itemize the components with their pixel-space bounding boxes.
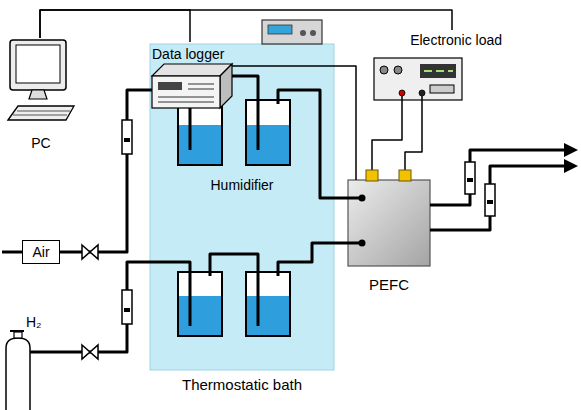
flowmeter-float: [124, 308, 130, 312]
signal-wire: [232, 66, 356, 180]
load-terminal: [399, 90, 405, 96]
bottle: [178, 272, 222, 336]
gas-pipe: [334, 242, 348, 245]
load-display: [420, 64, 456, 78]
humidifier-tube: [278, 243, 334, 276]
exhaust-line: [430, 166, 568, 230]
pefc-terminal: [366, 170, 378, 181]
pc-keyboard: [8, 106, 74, 120]
node-label: Air: [32, 243, 49, 261]
node-label: PEFC: [328, 276, 450, 293]
water: [178, 125, 222, 165]
flowmeter-float: [467, 178, 473, 182]
load-terminal: [419, 90, 425, 96]
logger-display: [158, 82, 182, 90]
flowmeter: [122, 120, 132, 154]
bottle-outline: [246, 272, 290, 336]
exhaust-arrow: [564, 143, 578, 157]
pefc-inlet-stub: [348, 198, 362, 243]
signal-wire: [40, 10, 452, 38]
pefc-port-dot: [359, 195, 366, 202]
pc-stand: [29, 90, 47, 99]
bath-controller: [262, 20, 322, 44]
node-label: Thermostatic bath: [120, 376, 364, 393]
computer: PC: [4, 38, 78, 152]
node-label: PC: [4, 135, 78, 151]
fuel-cell: PEFC: [348, 180, 430, 266]
bottle: [246, 100, 290, 165]
humidifier-tube: [150, 262, 190, 326]
water: [246, 296, 290, 336]
pefc-terminal: [399, 170, 411, 181]
flowmeter: [485, 184, 495, 216]
keyboard-keys: [13, 111, 70, 115]
controller-display: [268, 25, 292, 34]
controller-knob: [310, 30, 316, 36]
load-front: [374, 58, 462, 100]
pc-monitor: [10, 40, 66, 90]
bottle-outline: [178, 100, 222, 165]
gas-pipe: [30, 262, 150, 352]
gas-cylinder: [6, 338, 30, 410]
humidifier-label: Humidifier: [150, 177, 334, 193]
cylinder-neck: [14, 332, 22, 338]
flowmeter-float: [124, 138, 130, 142]
pefc-port-dot: [359, 240, 366, 247]
load-terminal-stub: [402, 96, 422, 102]
gas-pipe: [60, 90, 150, 252]
water: [246, 125, 290, 165]
node-label: H₂: [26, 314, 42, 330]
node-label: Data logger: [152, 46, 224, 62]
flowmeter: [122, 290, 132, 324]
signal-wire: [372, 102, 402, 180]
valve-symbol: [82, 345, 98, 359]
air-feed-line: [2, 251, 22, 254]
flowmeter: [465, 162, 475, 194]
logger-side: [220, 64, 232, 108]
electronic-load: Electronic load: [372, 30, 512, 102]
humidifier-tube: [210, 254, 258, 326]
load-knob: [394, 66, 402, 74]
hydrogen-cylinder: H₂: [6, 338, 30, 410]
valve-symbol: [82, 245, 98, 259]
bottle-outline: [246, 100, 290, 165]
signal-wire: [405, 102, 422, 180]
gas-pipe: [334, 197, 348, 200]
load-knob: [380, 66, 388, 74]
bottle: [178, 100, 222, 165]
controller-knob: [300, 30, 306, 36]
cylinder-handle: [10, 330, 24, 332]
exhaust-arrow: [564, 159, 578, 173]
humidifier-tube: [278, 90, 334, 198]
node-label: Electronic load: [410, 32, 502, 48]
flowmeter-float: [487, 200, 493, 204]
bottle-outline: [178, 272, 222, 336]
load-buttons: [430, 85, 454, 93]
exhaust-line: [430, 150, 568, 205]
logger-top: [152, 64, 232, 76]
logger-front: [152, 76, 220, 108]
data-logger: Data logger: [148, 42, 232, 110]
logger-slots: [158, 84, 214, 102]
thermostatic-bath: Thermostatic bath: [150, 44, 334, 370]
bottle: [246, 272, 290, 336]
air-supply-box: Air: [22, 240, 60, 264]
load-digits: [424, 70, 453, 72]
pefc-body: [348, 180, 430, 266]
signal-wire: [40, 10, 190, 42]
pc-screen: [16, 45, 60, 83]
water: [178, 296, 222, 336]
bath-fill: [150, 44, 334, 370]
